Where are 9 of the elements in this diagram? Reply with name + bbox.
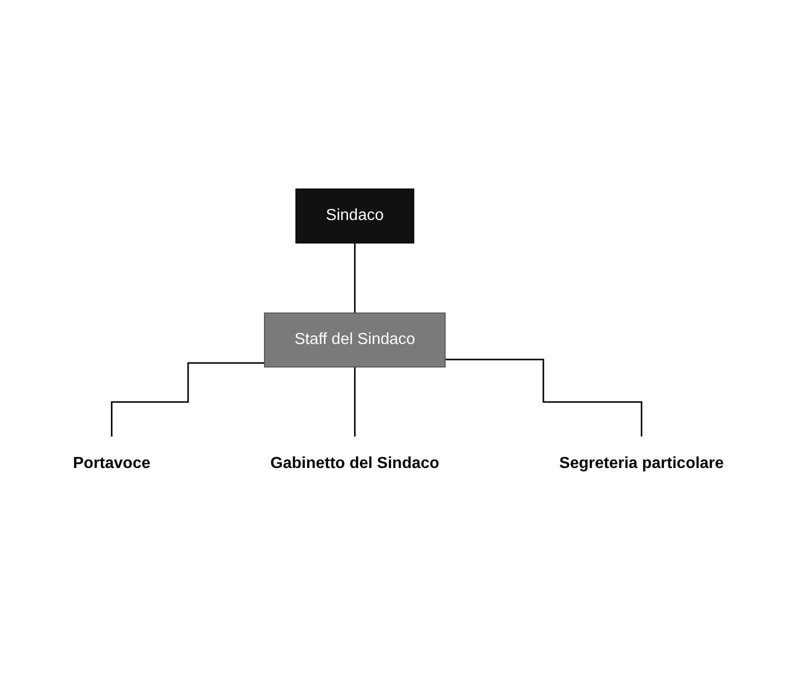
connector [444,358,642,438]
connector [354,242,356,314]
node-text: Segreteria particolare [558,454,724,472]
node-text: Portavoce [72,454,150,472]
node-box: Sindaco [295,188,414,243]
node-text: Gabinetto del Sindaco [270,454,439,472]
connector [354,366,356,438]
connector [110,362,264,438]
node-box: Staff del Sindaco [264,312,446,367]
